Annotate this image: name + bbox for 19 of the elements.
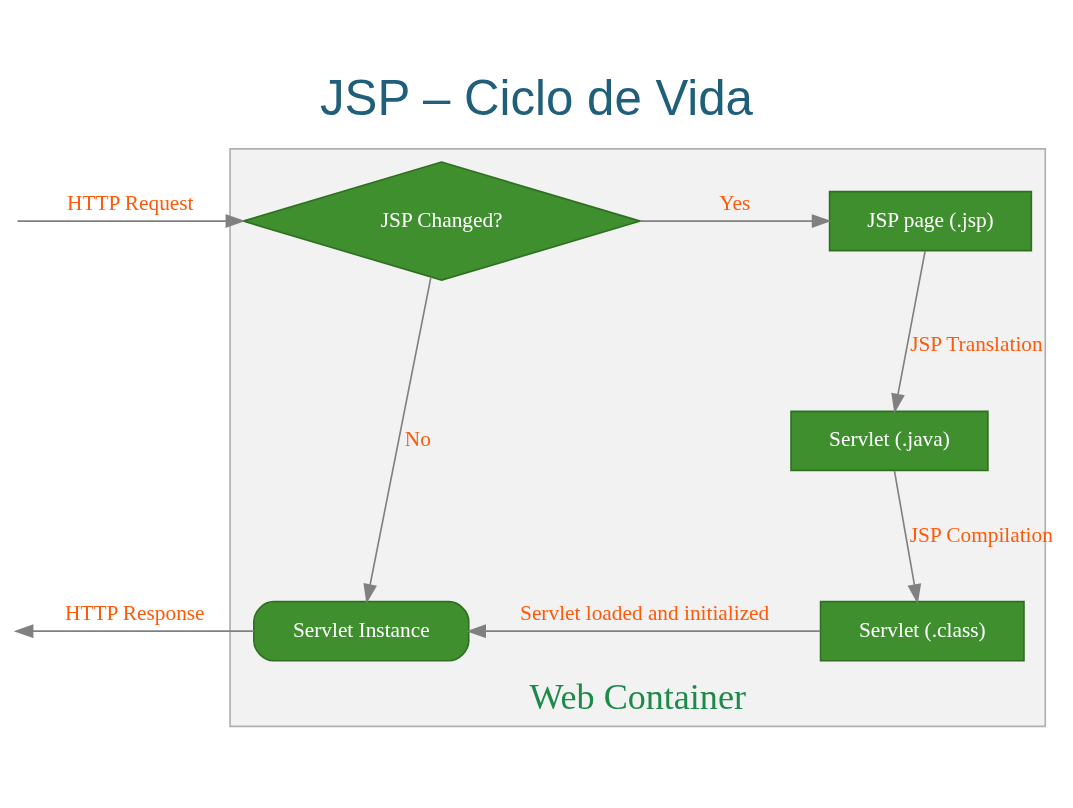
edge-label: HTTP Response xyxy=(65,601,205,626)
node-box: Servlet (.class) xyxy=(819,600,1025,662)
edge-label: JSP Compilation xyxy=(909,522,1053,547)
edge-label: Servlet loaded and initialized xyxy=(520,601,770,626)
node-box: JSP page (.jsp) xyxy=(828,190,1033,252)
arrow xyxy=(363,276,432,604)
arrow xyxy=(893,470,922,604)
node-box: Servlet Instance xyxy=(253,600,470,662)
arrow xyxy=(891,250,926,414)
edge-label: JSP Translation xyxy=(910,332,1043,357)
edge-label: HTTP Request xyxy=(67,191,194,216)
diagram-title: JSP – Ciclo de Vida xyxy=(320,69,753,125)
arrow xyxy=(13,624,255,639)
arrow xyxy=(639,214,832,228)
arrow xyxy=(466,624,822,639)
arrow xyxy=(16,214,246,228)
edge-label: No xyxy=(404,427,431,452)
edge-label: Yes xyxy=(719,191,751,216)
node-box: Servlet (.java) xyxy=(790,410,989,472)
